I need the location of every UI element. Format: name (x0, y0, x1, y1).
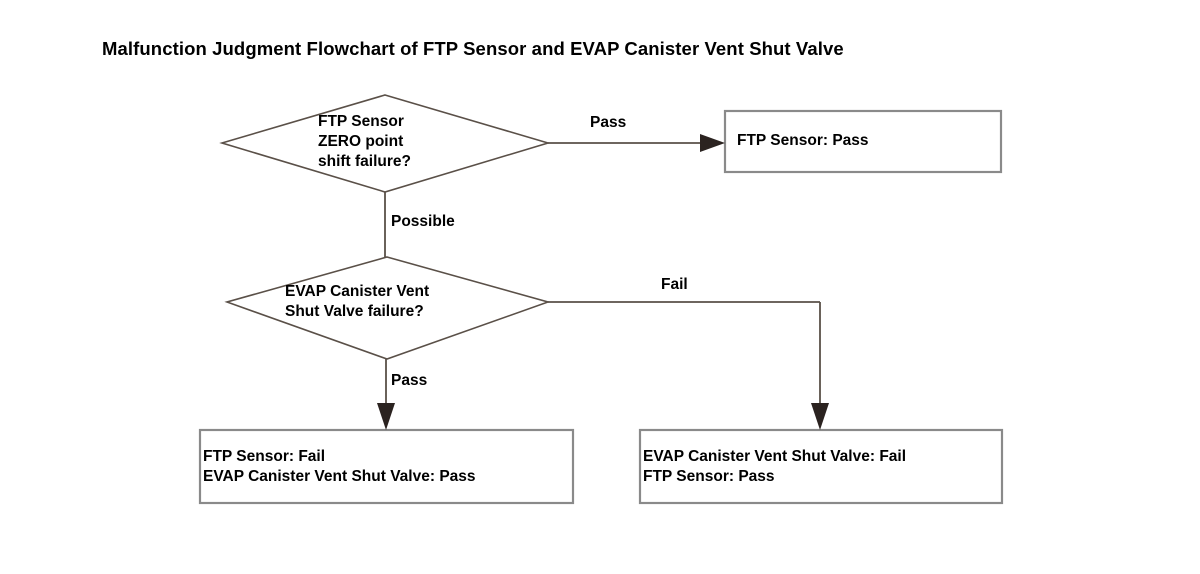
page-title: Malfunction Judgment Flowchart of FTP Se… (102, 38, 844, 59)
decision-node-1-label: FTP Sensor ZERO point shift failure? (318, 113, 412, 170)
result-box-2-shape (198, 428, 575, 505)
result-box-2-label: FTP Sensor: Fail EVAP Canister Vent Shut… (203, 448, 476, 485)
arrowhead-decision2-result2 (377, 403, 395, 430)
result-box-1-label: FTP Sensor: Pass (737, 132, 869, 149)
arrowhead-decision1-result1 (700, 134, 725, 152)
result-box-3-label: EVAP Canister Vent Shut Valve: Fail FTP … (643, 448, 907, 485)
decision-node-2-shape (224, 256, 551, 360)
decision-node-2-label: EVAP Canister Vent Shut Valve failure? (285, 283, 430, 320)
edge-label-fail: Fail (661, 276, 688, 293)
edge-label-pass-decision2: Pass (391, 372, 428, 389)
edge-label-possible: Possible (391, 213, 455, 230)
arrowhead-decision2-result3 (811, 403, 829, 430)
result-box-1-shape (723, 109, 1003, 174)
edge-label-pass-decision1: Pass (590, 114, 627, 131)
result-box-3-shape (638, 428, 1004, 505)
